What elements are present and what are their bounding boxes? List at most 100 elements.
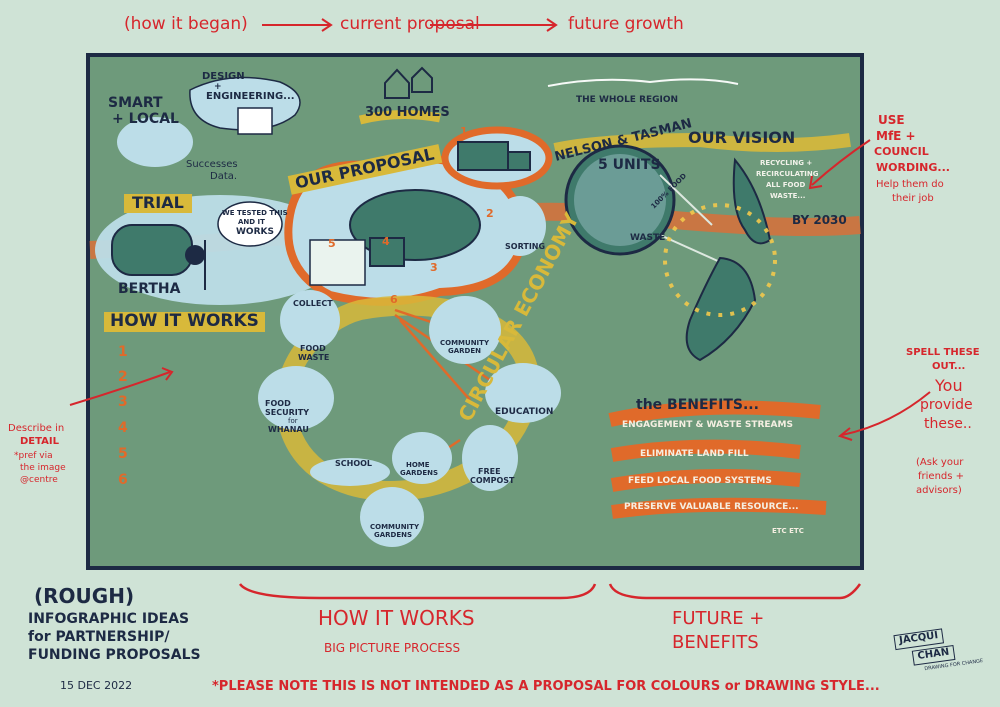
footer-title-1: (ROUGH)	[34, 584, 135, 608]
footer-future-1: FUTURE +	[672, 608, 765, 629]
vision-title: OUR VISION	[688, 128, 796, 147]
smart-label: SMART	[108, 95, 163, 111]
food-waste-label-1: FOOD	[300, 344, 326, 353]
smart-local-section	[117, 76, 301, 167]
mfe-note-5: Help them do	[876, 179, 944, 190]
proposal-marker-4: 4	[382, 235, 390, 248]
vision-year: BY 2030	[792, 213, 847, 227]
education-label: EDUCATION	[495, 407, 554, 417]
successes-label: Successes	[186, 159, 238, 170]
describe-note-2: DETAIL	[20, 436, 60, 447]
proposal-section	[284, 66, 553, 306]
sorting-label: SORTING	[505, 242, 546, 251]
describe-note-3: *pref via	[14, 451, 53, 461]
homes-icon	[384, 66, 433, 99]
mfe-note-1: USE	[878, 113, 905, 127]
free-compost-1: FREE	[478, 467, 501, 476]
homes-label: 300 HOMES	[365, 105, 450, 120]
spell-note-5: these..	[924, 416, 972, 432]
mfe-note-4: WORDING...	[876, 161, 950, 174]
benefit-item-1: ENGAGEMENT & WASTE STREAMS	[622, 420, 793, 430]
bertha-machine	[111, 224, 193, 276]
laptop-icon	[237, 107, 273, 135]
footer-title-4: FUNDING PROPOSALS	[28, 647, 201, 663]
header-arrows	[262, 18, 558, 32]
vision-text-2: RECIRCULATING	[756, 170, 819, 178]
footer-title-2: INFOGRAPHIC IDEAS	[28, 611, 190, 627]
south-island-icon	[685, 256, 757, 362]
vision-text-1: RECYCLING +	[760, 159, 813, 167]
bubble-line-2: AND IT	[238, 218, 265, 226]
vision-text-3: ALL FOOD	[766, 181, 806, 189]
benefit-item-2: ELIMINATE LAND FILL	[640, 449, 749, 459]
bubble-line-1: WE TESTED THIS	[222, 209, 288, 217]
community-gardens-2: GARDENS	[374, 531, 413, 539]
describe-note-1: Describe in	[8, 423, 65, 434]
footer-braces	[238, 583, 862, 600]
header-step-began: (how it began)	[124, 14, 248, 34]
design-plus: +	[214, 82, 222, 92]
region-section	[547, 78, 851, 362]
local-label: + LOCAL	[112, 111, 179, 127]
trial-label: TRIAL	[124, 194, 192, 213]
mfe-note-2: MfE +	[876, 129, 916, 143]
trial-section	[95, 195, 345, 305]
footer-date: 15 DEC 2022	[60, 679, 133, 692]
spell-note-7: friends +	[918, 471, 965, 482]
community-gardens-1: COMMUNITY	[370, 523, 420, 531]
home-gardens-2: GARDENS	[400, 469, 439, 477]
community-garden-1: COMMUNITY	[440, 339, 490, 347]
bubble-line-3: WORKS	[236, 227, 274, 237]
step-6: 6	[118, 472, 128, 488]
step-1: 1	[118, 344, 128, 360]
school-label: SCHOOL	[335, 459, 373, 468]
step-4: 4	[118, 420, 128, 436]
step-2: 2	[118, 369, 128, 385]
food-waste-label-2: WASTE	[298, 353, 330, 362]
proposal-marker-3: 3	[430, 261, 438, 274]
mfe-note-6: their job	[892, 193, 934, 204]
benefits-etc: ETC ETC	[772, 527, 804, 535]
circular-process	[258, 290, 561, 547]
mfe-note-3: COUNCIL	[874, 145, 929, 158]
bertha-label: BERTHA	[118, 281, 181, 297]
food-security-2: SECURITY	[265, 408, 309, 417]
note-arrows	[69, 139, 931, 441]
spell-note-8: advisors)	[916, 485, 962, 496]
proposal-marker-2: 2	[486, 207, 494, 220]
speech-bubble	[217, 201, 283, 247]
step-3: 3	[118, 394, 128, 410]
free-compost-2: COMPOST	[470, 476, 515, 485]
food-waste-pct-2: WASTE	[630, 233, 666, 243]
spell-note-6: (Ask your	[916, 457, 964, 468]
how-it-works-title: HOW IT WORKS	[104, 312, 265, 332]
vision-text-4: WASTE...	[770, 192, 806, 200]
community-garden-2: GARDEN	[448, 347, 482, 355]
benefits-arrows	[608, 400, 827, 519]
proposal-marker-5: 5	[328, 237, 336, 250]
food-security-1: FOOD	[265, 399, 291, 408]
spell-note-3: You	[935, 376, 963, 395]
magnifier	[564, 144, 676, 256]
spell-note-1: SPELL THESE	[906, 347, 980, 358]
benefit-item-3: FEED LOCAL FOOD SYSTEMS	[628, 476, 772, 486]
step-5: 5	[118, 446, 128, 462]
whole-region-label: THE WHOLE REGION	[576, 95, 679, 105]
footer-title-3: for PARTNERSHIP/	[28, 629, 170, 645]
footer-big-picture: BIG PICTURE PROCESS	[324, 641, 461, 655]
design-label: DESIGN	[202, 71, 245, 82]
proposal-marker-6: 6	[390, 293, 398, 306]
header-step-future: future growth	[568, 14, 684, 34]
spell-note-4: provide	[920, 397, 973, 413]
describe-note-5: @centre	[20, 475, 58, 485]
home-gardens-1: HOME	[406, 461, 430, 469]
describe-note-4: the image	[20, 463, 66, 473]
footer-future-2: BENEFITS	[672, 632, 759, 653]
units-label: 5 UNITS	[598, 157, 661, 173]
north-island-icon	[732, 157, 772, 245]
proposal-marker-1: 1	[460, 125, 468, 138]
food-security-4: WHANAU	[268, 425, 309, 434]
truck-icon	[457, 141, 509, 171]
collect-label: COLLECT	[293, 299, 333, 308]
